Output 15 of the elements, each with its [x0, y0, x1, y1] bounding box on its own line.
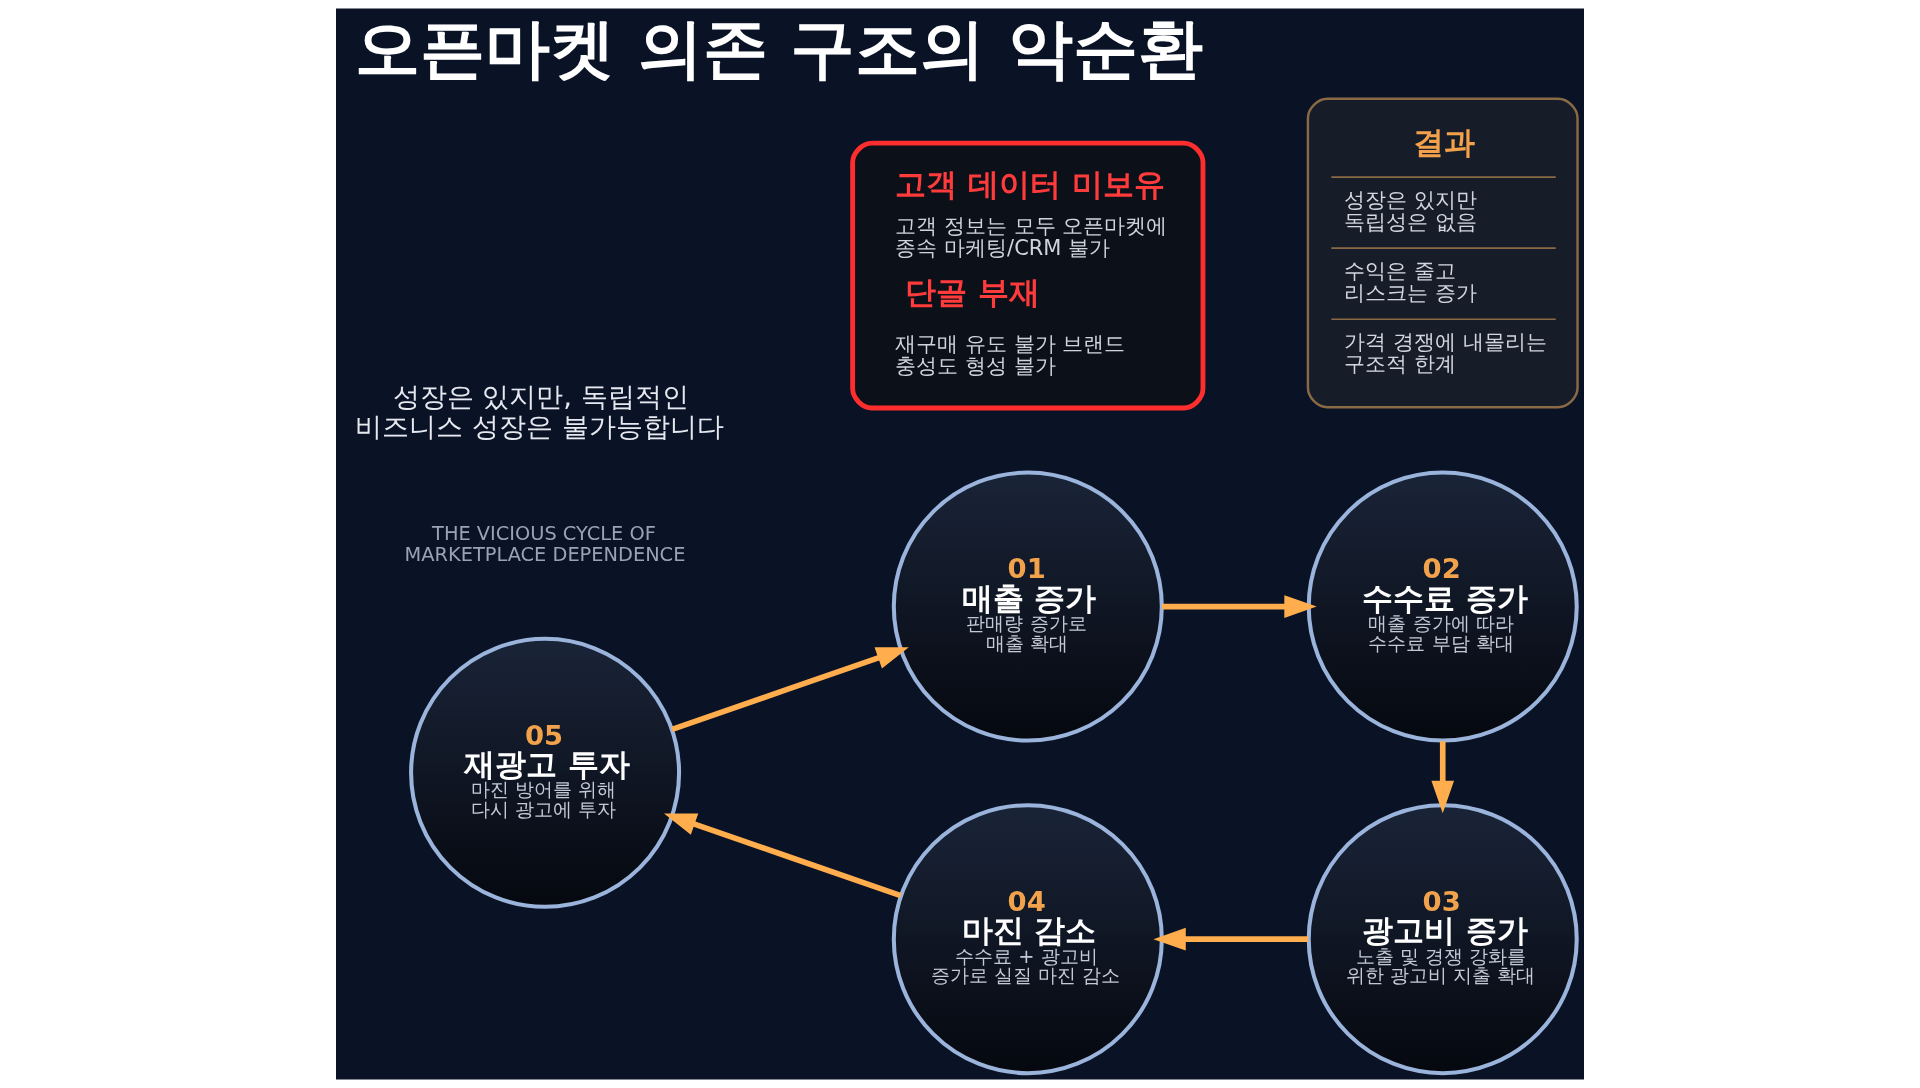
- label: 성장은 있지만, 독립적인 비즈니스 성장은 불가능합니다: [355, 380, 724, 443]
- node-circle: 05 재광고 투자 마진 방어를 위해 다시 광고에 투자: [409, 636, 682, 909]
- node-circle: 02 수수료 증가 매출 증가에 따라 수수료 부담 확대: [1306, 470, 1579, 743]
- arrow: [1161, 595, 1317, 618]
- node-box: 결과 성장은 있지만 독립성은 없음 수익은 줄고 리스크는 증가 가격 경쟁에 내몰리는 구조적 한계: [1306, 97, 1579, 409]
- arrow: [664, 813, 902, 899]
- label: THE VICIOUS CYCLE OF MARKETPLACE DEPENDENCE: [404, 521, 686, 566]
- node-circle: 04 마진 감소 수수료 + 광고비 증가로 실질 마진 감소: [891, 803, 1164, 1076]
- diagram-title: 오픈마켓 의존 구조의 악순환: [355, 11, 1203, 87]
- node-circle: 01 매출 증가 판매량 증가로 매출 확대: [891, 470, 1164, 743]
- arrow: [1153, 927, 1309, 951]
- node-circle: 03 광고비 증가 노출 및 경쟁 강화를 위한 광고비 지출 확대: [1306, 803, 1579, 1076]
- node-box: 고객 데이터 미보유 고객 정보는 모두 오픈마켓에 종속 마케팅/CRM 불가 단골 부재 재구매 유도 불가 브랜드 충성도 형성 불가: [850, 140, 1206, 411]
- arrow: [671, 647, 909, 733]
- arrow: [1431, 741, 1455, 814]
